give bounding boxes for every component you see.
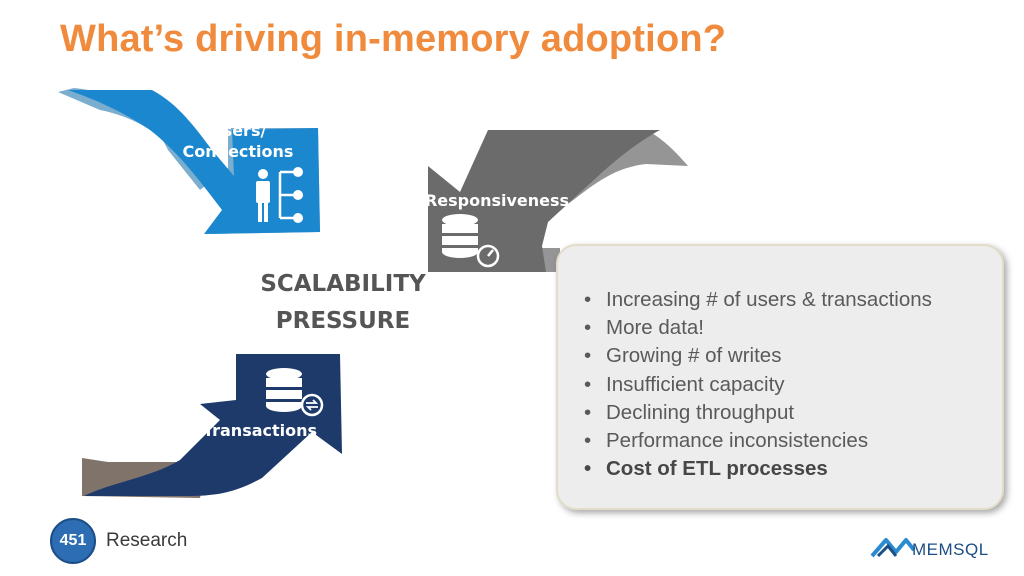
users-connections-label: Users/ Connections [176, 120, 300, 162]
list-item-text: Performance inconsistencies [606, 429, 869, 453]
responsiveness-arrow [428, 130, 688, 272]
transactions-label: Transactions [202, 421, 318, 440]
list-item: • Growing # of writes [584, 342, 932, 370]
database-exchange-icon [266, 368, 324, 417]
memsql-logo-icon [870, 538, 916, 558]
org-chart-icon [256, 167, 303, 223]
list-item: • Insufficient capacity [584, 371, 932, 399]
users-label-line1: Users/ [209, 121, 267, 140]
database-speedometer-icon [442, 214, 500, 268]
bullet: • [584, 457, 592, 481]
list-item-text: More data! [606, 316, 704, 340]
memsql-logo-text: MEMSQL [912, 540, 989, 559]
center-line1: SCALABILITY [260, 271, 426, 297]
list-item: • Cost of ETL processes [584, 455, 932, 483]
list-item-text: Declining throughput [606, 400, 795, 424]
bullet: • [584, 288, 592, 311]
bullet: • [584, 400, 592, 424]
responsiveness-label: Responsiveness [424, 191, 570, 210]
transactions-arrow [82, 354, 342, 498]
drivers-list: • Increasing # of users & transactions • M… [584, 286, 932, 483]
list-item-text: Insufficient capacity [606, 372, 785, 396]
451-research-logo: 451 [50, 518, 96, 564]
list-item-text: Growing # of writes [606, 344, 782, 368]
center-line2: PRESSURE [275, 308, 411, 334]
users-label-line2: Connections [182, 142, 294, 161]
list-item: • Declining throughput [584, 399, 932, 427]
list-item-text: Increasing # of users & transactions [606, 288, 932, 311]
list-item: • Increasing # of users & transactions [584, 286, 932, 314]
research-logo-text: Research [106, 530, 188, 551]
list-item: • More data! [584, 314, 932, 342]
bullet: • [584, 429, 592, 453]
drivers-box: • Increasing # of users & transactions • M… [556, 244, 1004, 510]
list-item: • Performance inconsistencies [584, 427, 932, 455]
bullet: • [584, 316, 592, 340]
bullet: • [584, 372, 592, 396]
slide-title: What’s driving in-memory adoption? [60, 18, 727, 60]
list-item-text: Cost of ETL processes [606, 457, 828, 481]
bullet: • [584, 344, 592, 368]
scalability-pressure-text: SCALABILITY PRESSURE [238, 266, 448, 340]
